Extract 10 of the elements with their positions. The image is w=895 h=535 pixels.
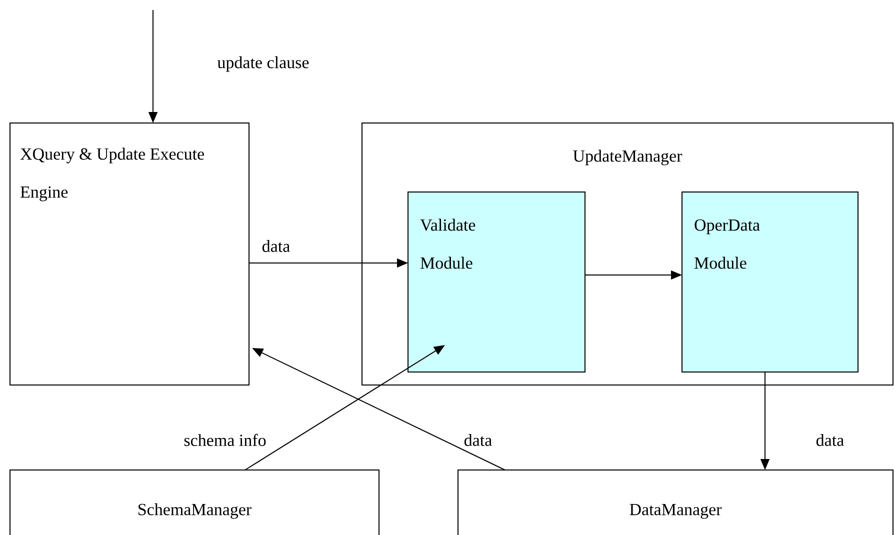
module-box: Validate Module <box>408 192 586 372</box>
edge-label: data <box>814 432 846 448</box>
module-box: OperData Module <box>682 192 858 372</box>
edge-label: data <box>260 238 292 254</box>
edge-label: update clause <box>215 54 312 74</box>
process-box: XQuery & Update Execute Engine <box>10 122 250 386</box>
manager-box: DataManager <box>458 470 894 535</box>
edge-label: data <box>462 432 494 448</box>
manager-box: SchemaManager <box>10 470 380 535</box>
edge-label: schema info <box>182 432 268 448</box>
